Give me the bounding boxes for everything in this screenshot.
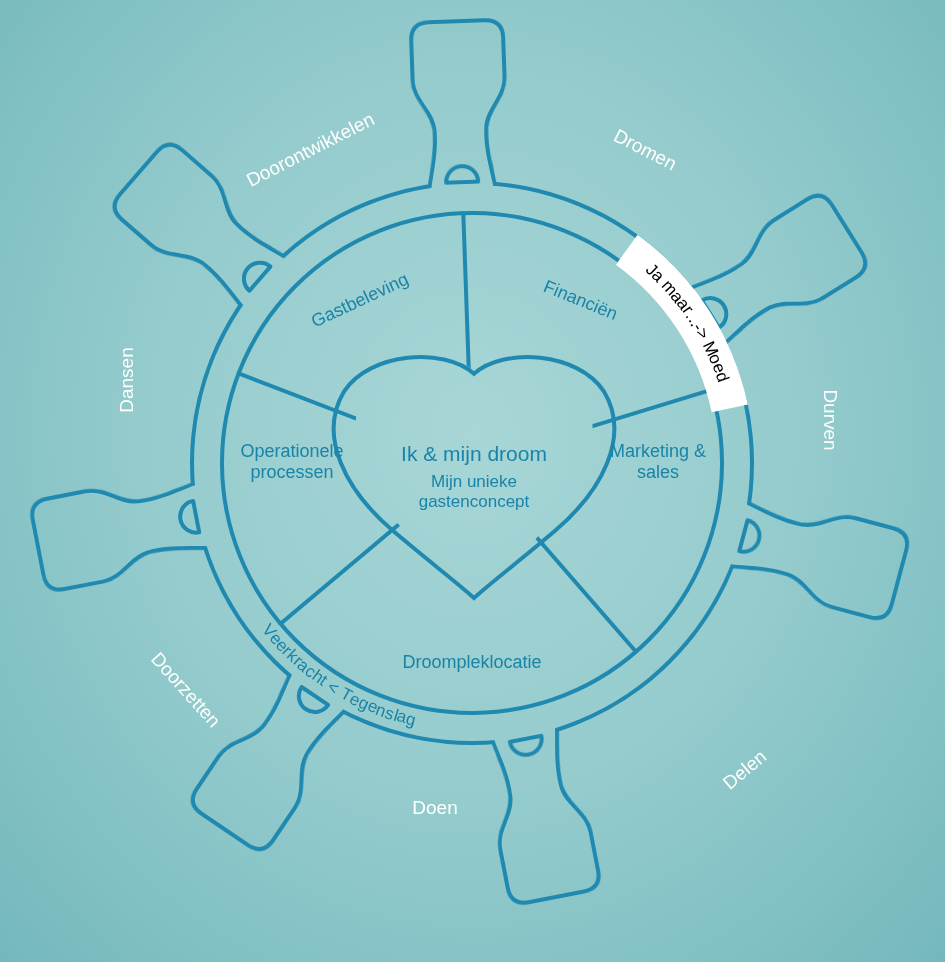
heart-text: Ik & mijn droomMijn unieke gastenconcept <box>323 442 625 511</box>
wheel-label: Doorzetten <box>145 647 225 732</box>
heart-text-line: Mijn unieke gastenconcept <box>399 472 549 511</box>
wheel-label: Doen <box>411 797 459 819</box>
label-slot: Doorzetten <box>145 647 225 732</box>
wheel-label: Doorontwikkelen <box>241 108 378 192</box>
wheel-label: Delen <box>718 745 772 795</box>
band-shape <box>615 234 748 413</box>
arc-text: Veerkracht < Tegenslag <box>252 615 426 736</box>
label-slot: Marketing & sales <box>602 441 714 483</box>
label-slot: Doorontwikkelen <box>241 108 378 193</box>
label-slot: Durven <box>819 388 841 452</box>
label-slot: Droompleklocatie <box>401 652 543 673</box>
label-slot: Financiën <box>539 275 622 325</box>
segment-label: Operationele processen <box>231 441 353 482</box>
label-slot: Gastbeleving <box>307 268 414 333</box>
label-slot: Dromen <box>609 124 681 175</box>
label-slot: Delen <box>718 745 772 795</box>
heart-node: Ik & mijn droomMijn unieke gastenconcept <box>323 352 625 600</box>
wheel-label: Durven <box>819 388 841 452</box>
wheel-label: Dansen <box>116 346 138 414</box>
wheel-outline <box>32 22 909 904</box>
heart-shape <box>334 357 615 598</box>
segment-label: Financiën <box>539 275 622 325</box>
segment-label: Gastbeleving <box>307 268 414 332</box>
segment-label: Droompleklocatie <box>401 652 543 673</box>
label-slot: Dansen <box>116 346 138 414</box>
wheel-label: Dromen <box>609 124 681 175</box>
label-slot: Veerkracht < Tegenslag <box>252 615 426 736</box>
band-node: Ja maar...-> Moed <box>615 234 748 413</box>
handle-knobs <box>177 166 763 758</box>
label-slot: Operationele processen <box>231 441 353 483</box>
arc-text: Ja maar...-> Moed <box>636 254 738 394</box>
band-fill <box>616 235 748 412</box>
segment-label: Marketing & sales <box>602 441 714 482</box>
heart-text-line: Ik & mijn droom <box>323 442 625 466</box>
label-slot: Doen <box>411 797 459 819</box>
